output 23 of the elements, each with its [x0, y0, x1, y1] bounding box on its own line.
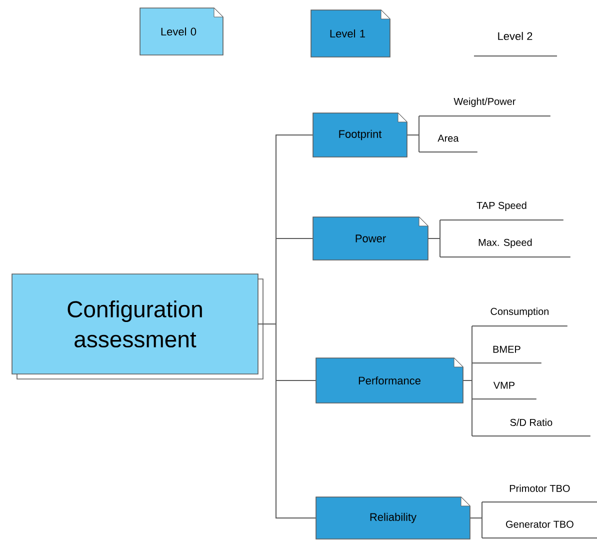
item-label: Primotor TBO	[482, 484, 597, 502]
item-label: VMP	[472, 382, 537, 400]
legend-label: Level 2	[498, 32, 532, 40]
root-box: Configuration assessment	[12, 274, 264, 380]
item-label: Max. Speed	[440, 238, 571, 258]
legend-label: Level 0	[161, 27, 196, 36]
category-box: Performance	[316, 358, 464, 404]
category-box: Reliability	[316, 496, 470, 540]
category-box: Footprint	[312, 112, 408, 158]
connector	[406, 134, 420, 152]
item-label: Weight/Power	[418, 98, 551, 116]
item-label: Generator TBO	[482, 520, 597, 538]
connector	[258, 324, 316, 518]
item-label: BMEP	[472, 346, 542, 364]
legend-label: Level 1	[330, 29, 365, 38]
item-label: Consumption	[472, 308, 568, 326]
connector	[470, 518, 482, 538]
connector	[462, 380, 472, 436]
item-label: TAP Speed	[440, 202, 564, 220]
category-box: Power	[312, 216, 428, 260]
item-label: Area	[418, 134, 478, 152]
item-label: S/D Ratio	[472, 418, 591, 436]
connector	[428, 238, 440, 258]
